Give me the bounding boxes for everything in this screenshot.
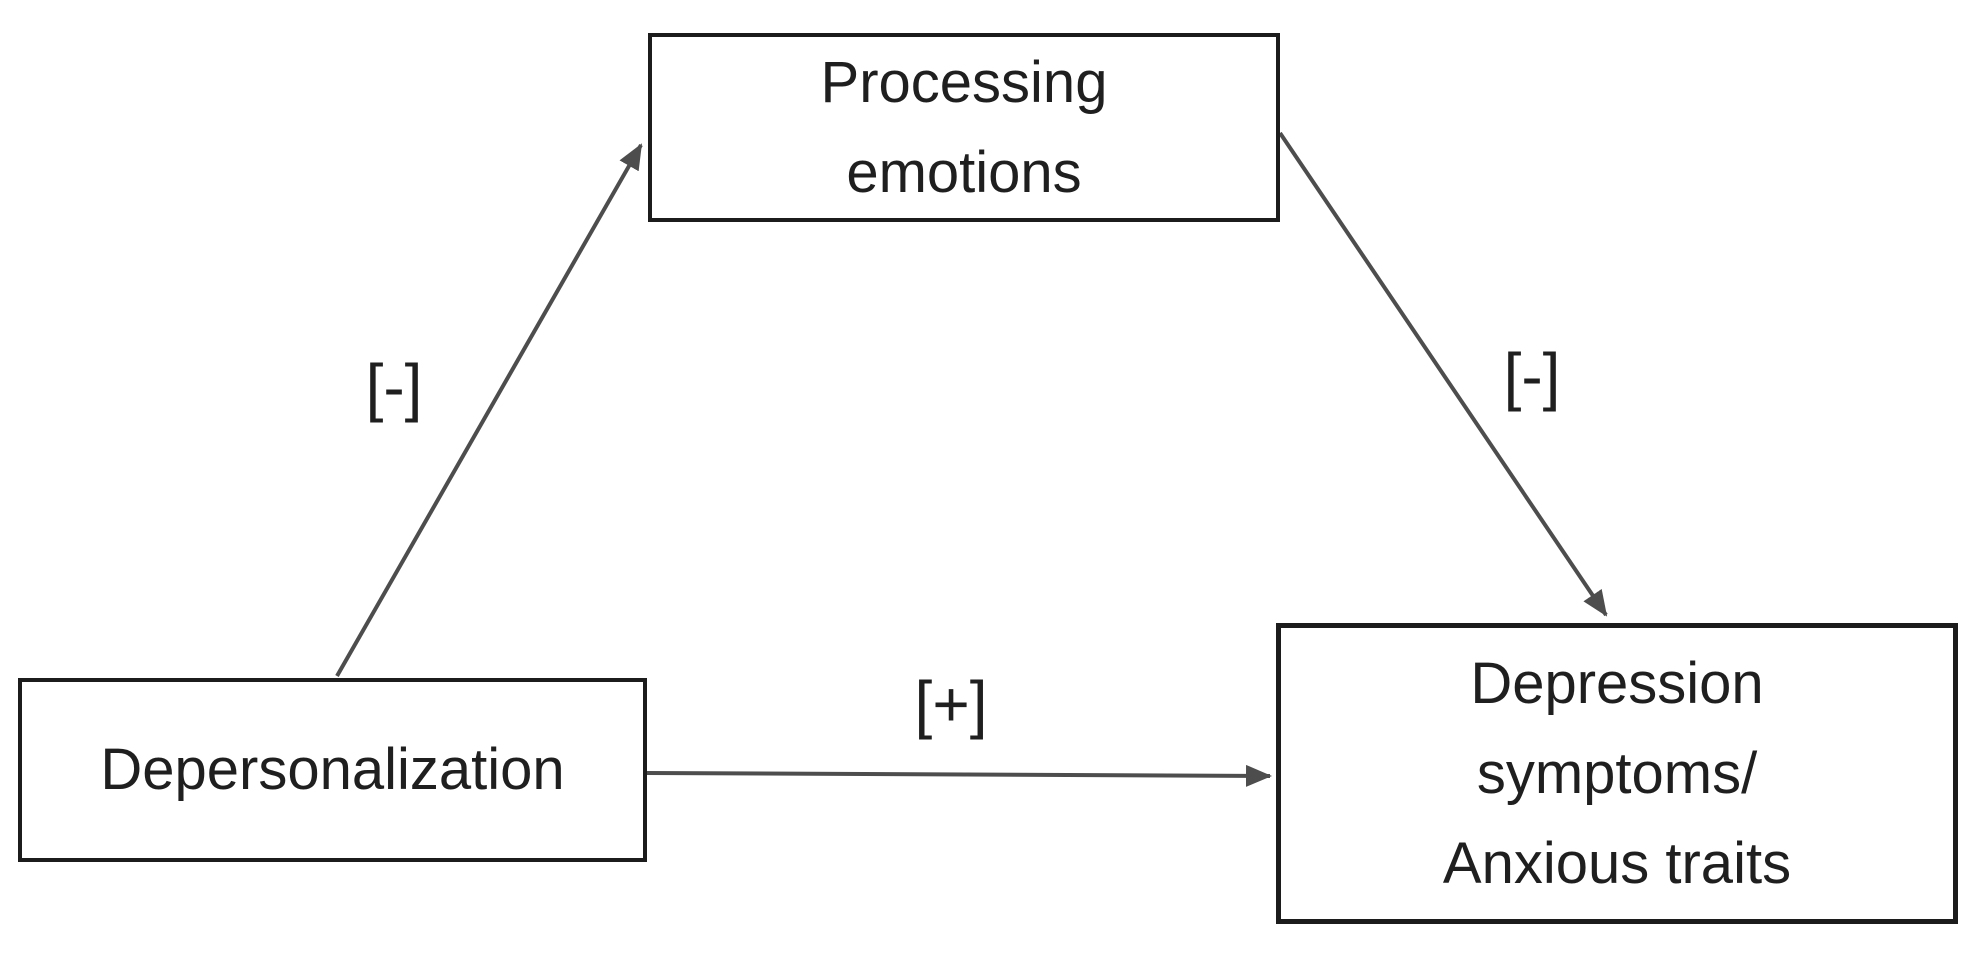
edge-label-depersonalization-to-depression: [+] bbox=[914, 668, 988, 740]
arrow-depersonalization-to-processing-emotions bbox=[335, 143, 643, 677]
node-depersonalization: Depersonalization bbox=[18, 678, 647, 862]
node-processing-emotions: Processing emotions bbox=[648, 33, 1280, 222]
arrow-processing-emotions-to-depression-symptoms bbox=[1278, 131, 1608, 617]
edge-label-processing-to-depression: [-] bbox=[1503, 340, 1561, 412]
edge-label-depersonalization-to-processing: [-] bbox=[365, 351, 423, 423]
arrow-depersonalization-to-depression-symptoms bbox=[646, 764, 1272, 787]
node-depression-symptoms-anxious-traits: Depression symptoms/ Anxious traits bbox=[1276, 623, 1958, 924]
